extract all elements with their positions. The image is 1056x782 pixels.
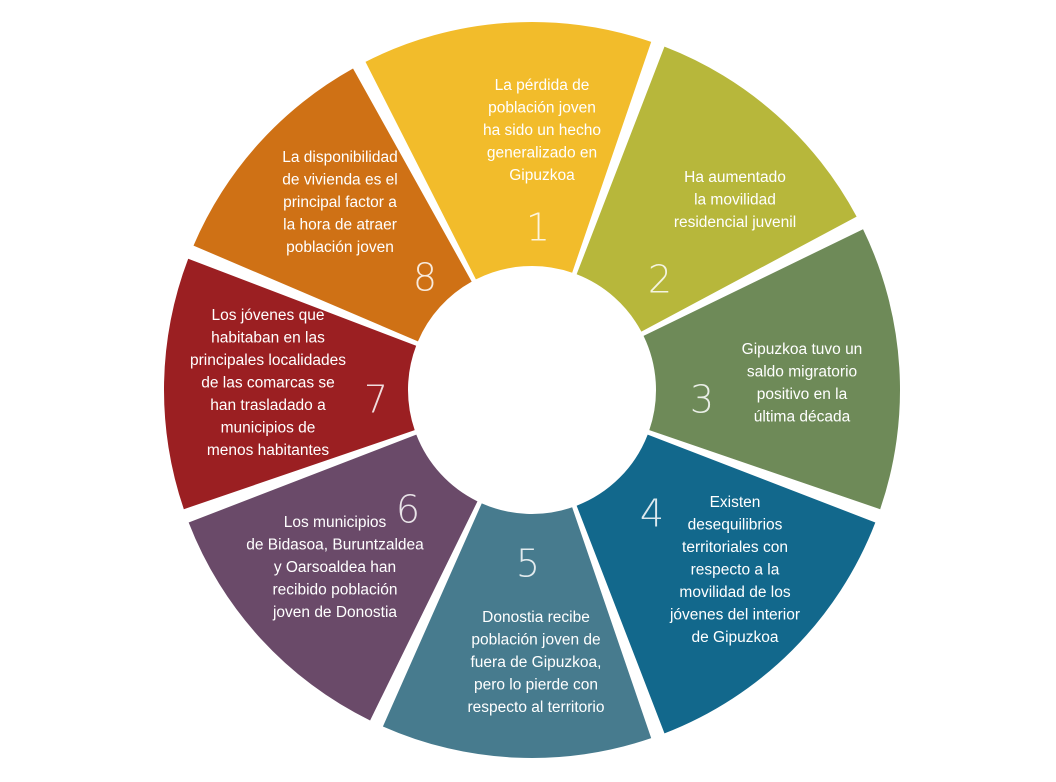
segment-7-line: principales localidades [190,352,346,369]
segment-4-line: Existen [710,494,761,511]
segment-7-line: habitaban en las [211,330,325,347]
segment-4-text: Existen desequilibrios territoriales con re… [669,494,800,646]
center-hole [417,275,647,505]
segment-1 [365,21,652,280]
segment-1-text: La pérdida de población joven ha sido un h… [483,77,601,184]
segment-3-line: saldo migratorio [747,364,857,381]
segment-6-line: joven de Donostia [272,604,397,621]
segment-8 [193,68,472,342]
segment-5 [382,503,652,759]
segment-2 [576,46,857,332]
segment-3-line: Gipuzkoa tuvo un [742,341,863,358]
segment-8-text: La disponibilidad de vivienda es el princi… [282,149,397,256]
segment-2-line: Ha aumentado [684,169,786,186]
segment-3 [643,229,901,510]
segment-7-line: municipios de [221,420,316,437]
segment-1-number: 1 [526,206,550,250]
segment-6-line: de Bidasoa, Buruntzaldea [246,537,424,554]
segment-1-line: población joven [488,100,596,117]
segment-1-line: Gipuzkoa [509,167,575,184]
segment-4-line: de Gipuzkoa [691,629,778,646]
segment-6-line: recibido población [273,582,398,599]
segment-6-text: Los municipios de Bidasoa, Buruntzaldea y … [246,514,424,621]
segment-4-line: respecto a la [691,562,780,579]
segment-7 [163,258,417,510]
segment-5-line: población joven de [471,632,600,649]
segment-6 [188,434,478,721]
segment-7-line: de las comarcas se [201,375,335,392]
segment-2-line: residencial juvenil [674,214,796,231]
segments-layer [163,21,901,759]
segment-7-text: Los jóvenes que habitaban en las principal… [190,307,346,459]
segment-1-line: ha sido un hecho [483,122,601,139]
segment-4-line: desequilibrios [688,517,783,534]
segment-4-line: movilidad de los [679,584,790,601]
segment-3-line: positivo en la [757,386,848,403]
segment-3-text: Gipuzkoa tuvo un saldo migratorio positivo… [742,341,863,426]
segment-3-number: 3 [690,378,714,422]
segment-8-line: principal factor a [283,194,397,211]
segment-8-line: de vivienda es el [282,172,397,189]
segment-5-line: pero lo pierde con [474,677,598,694]
segment-2-number: 2 [648,258,672,302]
segment-6-number: 6 [396,488,420,532]
segment-8-line: población joven [286,239,394,256]
segment-2-line: la movilidad [694,192,776,209]
segment-4 [576,434,876,734]
segment-7-line: Los jóvenes que [212,307,325,324]
labels-layer: La pérdida de población joven ha sido un h… [190,77,862,716]
segment-2-text: Ha aumentado la movilidad residencial juve… [674,169,796,231]
segment-4-line: jóvenes del interior [669,607,800,624]
segment-8-number: 8 [413,256,437,300]
segment-3-line: última década [754,409,851,426]
segment-7-line: menos habitantes [207,442,330,459]
segment-5-text: Donostia recibe población joven de fuera d… [468,609,605,716]
segment-5-line: respecto al territorio [468,699,605,716]
segment-8-line: La disponibilidad [282,149,397,166]
segment-5-number: 5 [516,542,540,586]
segment-8-line: la hora de atraer [283,217,397,234]
segment-5-line: Donostia recibe [482,609,590,626]
segment-1-line: La pérdida de [495,77,590,94]
segment-1-line: generalizado en [487,145,597,162]
segment-6-line: Los municipios [284,514,387,531]
segment-5-line: fuera de Gipuzkoa, [471,654,602,671]
segment-4-number: 4 [640,492,664,536]
segment-7-line: han trasladado a [210,397,326,414]
segment-4-line: territoriales con [682,539,788,556]
segment-6-line: y Oarsoaldea han [274,559,396,576]
segment-7-number: 7 [364,378,388,422]
